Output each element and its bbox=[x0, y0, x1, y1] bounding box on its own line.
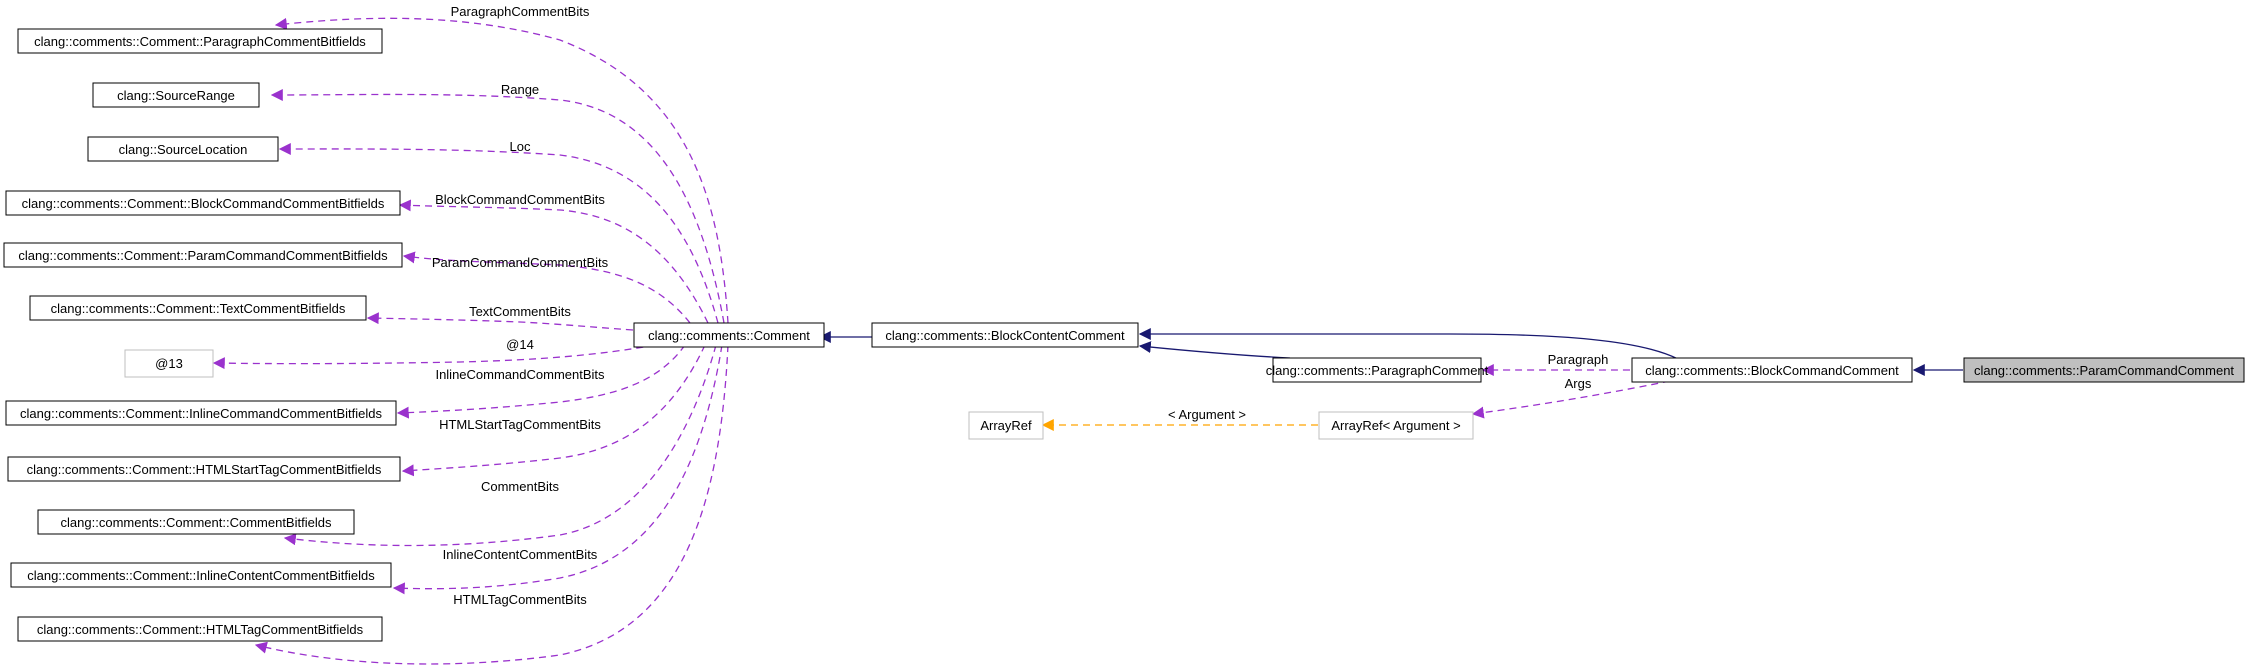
node-source-range[interactable]: clang::SourceRange bbox=[92, 82, 260, 108]
node-label: clang::comments::Comment::ParagraphComme… bbox=[34, 34, 366, 49]
edge-label-block-command-comment-bits: BlockCommandCommentBits bbox=[435, 192, 605, 207]
edge-label-paragraph-comment-bits: ParagraphCommentBits bbox=[451, 4, 590, 19]
node-label: clang::comments::BlockCommandComment bbox=[1645, 363, 1899, 378]
edge-param-command-comment-bits bbox=[402, 251, 691, 324]
edge-inherit-paragraph-blockcontent bbox=[1138, 341, 1291, 359]
edges bbox=[212, 17, 1963, 665]
edge-label-argument: < Argument > bbox=[1168, 407, 1246, 422]
node-block-content-comment[interactable]: clang::comments::BlockContentComment bbox=[871, 322, 1139, 348]
edge-range bbox=[270, 88, 725, 324]
node-label: clang::comments::Comment::TextCommentBit… bbox=[51, 301, 346, 316]
node-label: clang::comments::Comment bbox=[648, 328, 810, 343]
edge-label-html-tag-comment-bits: HTMLTagCommentBits bbox=[453, 592, 587, 607]
node-label: clang::comments::Comment::InlineContentC… bbox=[27, 568, 375, 583]
edge-label-paragraph: Paragraph bbox=[1548, 352, 1609, 367]
edge-loc bbox=[278, 142, 719, 324]
node-html-start-tag-comment-bitfields[interactable]: clang::comments::Comment::HTMLStartTagCo… bbox=[7, 456, 401, 482]
node-label: clang::comments::Comment::InlineCommandC… bbox=[20, 406, 382, 421]
edge-inline-command-comment-bits bbox=[396, 344, 686, 419]
edge-text-comment-bits bbox=[366, 312, 634, 331]
node-label: clang::SourceLocation bbox=[119, 142, 248, 157]
edge-anon-14 bbox=[212, 344, 656, 370]
node-text-comment-bitfields[interactable]: clang::comments::Comment::TextCommentBit… bbox=[29, 295, 367, 321]
edge-labels: ParagraphCommentBits Range Loc BlockComm… bbox=[432, 4, 1609, 607]
nodes: clang::comments::Comment::ParagraphComme… bbox=[3, 28, 2245, 642]
edge-block-command-comment-bits bbox=[398, 199, 709, 324]
node-html-tag-comment-bitfields[interactable]: clang::comments::Comment::HTMLTagComment… bbox=[17, 616, 383, 642]
node-array-ref-argument[interactable]: ArrayRef< Argument > bbox=[1318, 411, 1474, 440]
node-label: clang::SourceRange bbox=[117, 88, 235, 103]
edge-args bbox=[1471, 380, 1671, 419]
edge-html-tag-comment-bits bbox=[254, 344, 729, 665]
node-label: clang::comments::Comment::BlockCommandCo… bbox=[22, 196, 385, 211]
edge-comment-bits bbox=[283, 344, 717, 547]
node-label: clang::comments::Comment::CommentBitfiel… bbox=[61, 515, 332, 530]
edge-label-param-command-comment-bits: ParamCommandCommentBits bbox=[432, 255, 609, 270]
node-label: ArrayRef< Argument > bbox=[1331, 418, 1460, 433]
node-label: clang::comments::ParagraphComment bbox=[1266, 363, 1489, 378]
edge-label-args: Args bbox=[1565, 376, 1592, 391]
node-comment[interactable]: clang::comments::Comment bbox=[633, 322, 825, 348]
node-inline-content-comment-bitfields[interactable]: clang::comments::Comment::InlineContentC… bbox=[10, 562, 392, 588]
edge-label-inline-content-comment-bits: InlineContentCommentBits bbox=[443, 547, 598, 562]
node-label: clang::comments::ParamCommandComment bbox=[1974, 363, 2234, 378]
node-array-ref[interactable]: ArrayRef bbox=[968, 411, 1044, 440]
edge-label-html-start-tag-comment-bits: HTMLStartTagCommentBits bbox=[439, 417, 601, 432]
node-label: clang::comments::Comment::HTMLStartTagCo… bbox=[27, 462, 382, 477]
node-block-command-comment[interactable]: clang::comments::BlockCommandComment bbox=[1631, 357, 1913, 383]
node-label: clang::comments::BlockContentComment bbox=[885, 328, 1125, 343]
node-paragraph-comment-bitfields[interactable]: clang::comments::Comment::ParagraphComme… bbox=[17, 28, 383, 54]
edge-paragraph-comment-bits bbox=[274, 17, 729, 324]
node-label: clang::comments::Comment::ParamCommandCo… bbox=[18, 248, 388, 263]
edge-label-text-comment-bits: TextCommentBits bbox=[469, 304, 571, 319]
node-comment-bitfields[interactable]: clang::comments::Comment::CommentBitfiel… bbox=[37, 509, 355, 535]
edge-html-start-tag-comment-bits bbox=[401, 344, 706, 477]
node-label: ArrayRef bbox=[980, 418, 1032, 433]
edge-label-loc: Loc bbox=[510, 139, 531, 154]
edge-inherit-blockcommand-blockcontent bbox=[1138, 328, 1679, 360]
node-source-location[interactable]: clang::SourceLocation bbox=[87, 136, 279, 162]
edge-inline-content-comment-bits bbox=[392, 344, 723, 595]
node-inline-command-comment-bitfields[interactable]: clang::comments::Comment::InlineCommandC… bbox=[5, 400, 397, 426]
node-paragraph-comment[interactable]: clang::comments::ParagraphComment bbox=[1266, 357, 1489, 383]
node-anon-13[interactable]: @13 bbox=[124, 349, 214, 378]
edge-label-comment-bits: CommentBits bbox=[481, 479, 560, 494]
node-param-command-comment[interactable]: clang::comments::ParamCommandComment bbox=[1963, 357, 2245, 383]
node-block-command-comment-bitfields[interactable]: clang::comments::Comment::BlockCommandCo… bbox=[5, 190, 401, 216]
node-label: clang::comments::Comment::HTMLTagComment… bbox=[37, 622, 364, 637]
edge-label-anon-14: @14 bbox=[506, 337, 534, 352]
edge-label-range: Range bbox=[501, 82, 539, 97]
edge-label-inline-command-comment-bits: InlineCommandCommentBits bbox=[435, 367, 605, 382]
node-param-command-comment-bitfields[interactable]: clang::comments::Comment::ParamCommandCo… bbox=[3, 242, 403, 268]
node-label: @13 bbox=[155, 356, 183, 371]
